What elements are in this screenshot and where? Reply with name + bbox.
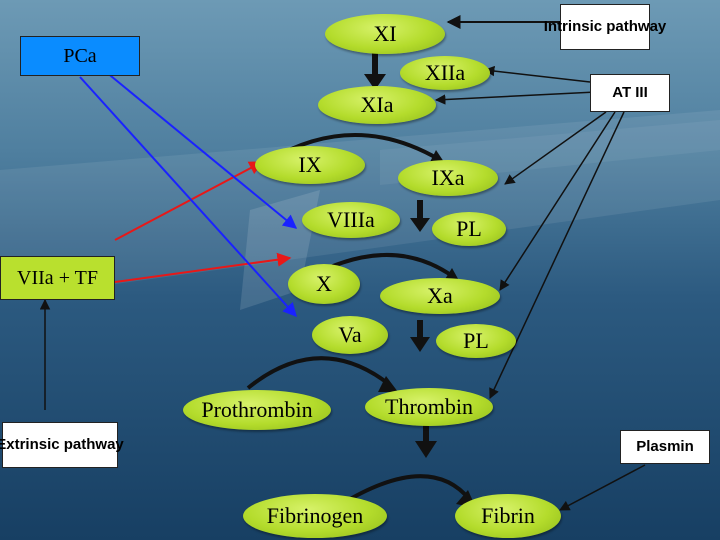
at3-box: AT III xyxy=(590,74,670,112)
factor-xa-node: Xa xyxy=(380,278,500,314)
factor-xa-label: Xa xyxy=(427,283,453,308)
thrombin-label: Thrombin xyxy=(385,394,473,419)
factor-xi-label: XI xyxy=(373,21,397,46)
arrow-pca-to-va xyxy=(79,76,297,318)
fibrinogen-label: Fibrinogen xyxy=(266,503,364,528)
viia-tf-label: VIIa + TF xyxy=(17,266,98,289)
factor-va-node: Va xyxy=(312,316,388,354)
factor-viiia-label: VIIIa xyxy=(327,207,375,232)
arrow-at3-to-ixa xyxy=(504,111,607,185)
arrowhead-xi-to-xia xyxy=(364,74,386,90)
arrowhead-prothrombin-to-thrombin xyxy=(378,376,398,392)
phospholipid-2-node: PL xyxy=(436,324,516,358)
factor-ix-node: IX xyxy=(255,146,365,184)
arrow-at3-to-xiia xyxy=(483,65,591,83)
intrinsic-pathway-box: Intrinsic pathway xyxy=(544,4,666,50)
extrinsic-pathway-box: Extrinsic pathway xyxy=(0,422,124,468)
prothrombin-node: Prothrombin xyxy=(183,390,331,430)
factor-va-label: Va xyxy=(338,322,362,347)
phospholipid-1-label: PL xyxy=(456,216,482,241)
thrombin-node: Thrombin xyxy=(365,388,493,426)
pca-box: PCa xyxy=(20,36,140,76)
fibrin-node: Fibrin xyxy=(455,494,561,538)
at3-label: AT III xyxy=(612,84,648,101)
extrinsic-pathway-label: Extrinsic pathway xyxy=(0,436,124,453)
plasmin-label: Plasmin xyxy=(636,438,694,455)
factor-xiia-node: XIIa xyxy=(400,56,490,90)
factor-x-label: X xyxy=(316,271,332,296)
arrow-at3-to-thrombin xyxy=(489,111,625,399)
arrowhead-thrombin-to-fibrinogen xyxy=(415,441,437,458)
fibrinogen-node: Fibrinogen xyxy=(243,494,387,538)
arrow-at3-to-xia xyxy=(434,91,597,105)
arrow-at3-to-xa xyxy=(499,111,616,291)
fibrin-label: Fibrin xyxy=(481,503,535,528)
arrow-pca-to-viiia xyxy=(99,66,298,229)
factor-xi-node: XI xyxy=(325,14,445,54)
arrow-viia-to-x xyxy=(114,252,292,283)
prothrombin-label: Prothrombin xyxy=(201,397,313,422)
arc-prothrombin-activation xyxy=(246,356,392,390)
arrowhead-pl-to-xa xyxy=(410,337,430,352)
factor-ixa-node: IXa xyxy=(398,160,498,196)
phospholipid-1-node: PL xyxy=(432,212,506,246)
arrow-viia-to-ix xyxy=(114,161,264,241)
viia-tf-box: VIIa + TF xyxy=(0,256,115,300)
arrowhead-pl-to-ixa xyxy=(410,218,430,232)
arrow-plasmin-to-fibrin xyxy=(559,464,646,511)
factor-xia-node: XIa xyxy=(318,86,436,124)
factor-xiia-label: XIIa xyxy=(424,60,466,85)
phospholipid-2-label: PL xyxy=(463,328,489,353)
factor-ixa-label: IXa xyxy=(431,165,465,190)
arc-fibrin-formation xyxy=(338,474,472,507)
factor-viiia-node: VIIIa xyxy=(302,202,400,238)
factor-x-node: X xyxy=(288,264,360,304)
factor-ix-label: IX xyxy=(298,152,322,177)
pca-label: PCa xyxy=(63,44,97,67)
factor-xia-label: XIa xyxy=(360,92,394,117)
intrinsic-pathway-label: Intrinsic pathway xyxy=(543,18,667,35)
plasmin-box: Plasmin xyxy=(620,430,710,464)
